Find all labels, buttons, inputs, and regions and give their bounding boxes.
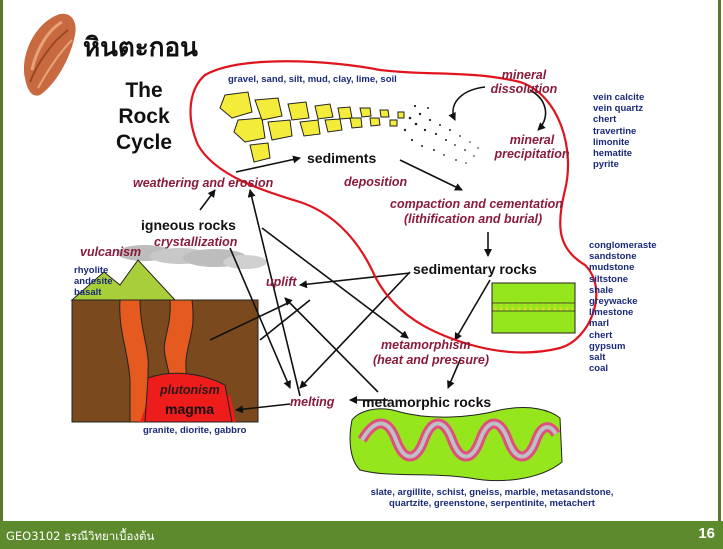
list-item: mudstone xyxy=(589,262,657,273)
course-title: GEO3102 ธรณีวิทยาเบื้องต้น xyxy=(6,528,154,546)
volcanic-rocks-list: rhyolite andesite basalt xyxy=(74,265,113,299)
chemical-rocks-list: vein calcite vein quartz chert travertin… xyxy=(593,92,644,170)
list-item: marl xyxy=(589,318,657,329)
mineral-dissolution-label: mineral dissolution xyxy=(489,69,559,97)
list-item: salt xyxy=(589,352,657,363)
rock-sample-logo xyxy=(24,14,76,96)
sedimentary-layers xyxy=(492,283,575,333)
list-item: vein quartz xyxy=(593,103,644,114)
list-item: travertine xyxy=(593,126,644,137)
metamorphic-rocks-list-line: quartzite, greenstone, serpentinite, met… xyxy=(322,498,662,509)
list-item: chert xyxy=(589,330,657,341)
uplift-label: uplift xyxy=(266,276,297,290)
list-item: shale xyxy=(589,285,657,296)
list-item: hematite xyxy=(593,148,644,159)
mineral-precipitation-line: mineral xyxy=(492,134,572,148)
list-item: sandstone xyxy=(589,251,657,262)
slide-footer: GEO3102 ธรณีวิทยาเบื้องต้น 16 xyxy=(0,521,723,549)
list-item: vein calcite xyxy=(593,92,644,103)
mineral-precipitation-label: mineral precipitation xyxy=(492,134,572,162)
list-item: andesite xyxy=(74,276,113,287)
sediments-label: sediments xyxy=(307,151,376,166)
slide-title-thai: หินตะกอน xyxy=(83,34,198,63)
sedimentary-rocks-label: sedimentary rocks xyxy=(413,262,537,277)
title-line: Rock xyxy=(98,104,190,130)
heat-pressure-label: (heat and pressure) xyxy=(373,354,489,368)
compaction-label: compaction and cementation xyxy=(390,198,563,212)
metamorphic-rocks-label: metamorphic rocks xyxy=(362,395,491,410)
title-line: Cycle xyxy=(98,130,190,156)
title-line: The xyxy=(98,78,190,104)
list-item: basalt xyxy=(74,287,113,298)
sedimentary-rocks-list: conglomeraste sandstone mudstone siltsto… xyxy=(589,240,657,374)
list-item: pyrite xyxy=(593,159,644,170)
igneous-rocks-label: igneous rocks xyxy=(141,218,236,233)
plutonic-rocks-label: granite, diorite, gabbro xyxy=(143,425,246,436)
magma-label: magma xyxy=(165,402,214,417)
list-item: chert xyxy=(593,114,644,125)
weathering-label: weathering and erosion xyxy=(133,177,273,191)
metamorphism-label: metamorphism xyxy=(381,339,471,353)
list-item: conglomeraste xyxy=(589,240,657,251)
list-item: gypsum xyxy=(589,341,657,352)
deposition-label: deposition xyxy=(344,176,407,190)
vulcanism-label: vulcanism xyxy=(80,246,141,260)
list-item: rhyolite xyxy=(74,265,113,276)
crystallization-label: crystallization xyxy=(154,236,237,250)
mineral-dissolution-line: mineral xyxy=(489,69,559,83)
metamorphic-rocks-list-line: slate, argillite, schist, gneiss, marble… xyxy=(322,487,662,498)
list-item: siltstone xyxy=(589,274,657,285)
list-item: limonite xyxy=(593,137,644,148)
list-item: limestone xyxy=(589,307,657,318)
mineral-precipitation-line: precipitation xyxy=(492,148,572,162)
sediment-types-label: gravel, sand, silt, mud, clay, lime, soi… xyxy=(228,74,397,85)
page-number: 16 xyxy=(698,525,715,542)
list-item: greywacke xyxy=(589,296,657,307)
lithification-label: (lithification and burial) xyxy=(404,213,542,227)
melting-label: melting xyxy=(290,396,334,410)
mineral-dissolution-line: dissolution xyxy=(489,83,559,97)
plutonism-label: plutonism xyxy=(160,384,220,398)
list-item: coal xyxy=(589,363,657,374)
metamorphic-folds xyxy=(350,408,562,481)
slide-title: The Rock Cycle xyxy=(98,78,190,156)
